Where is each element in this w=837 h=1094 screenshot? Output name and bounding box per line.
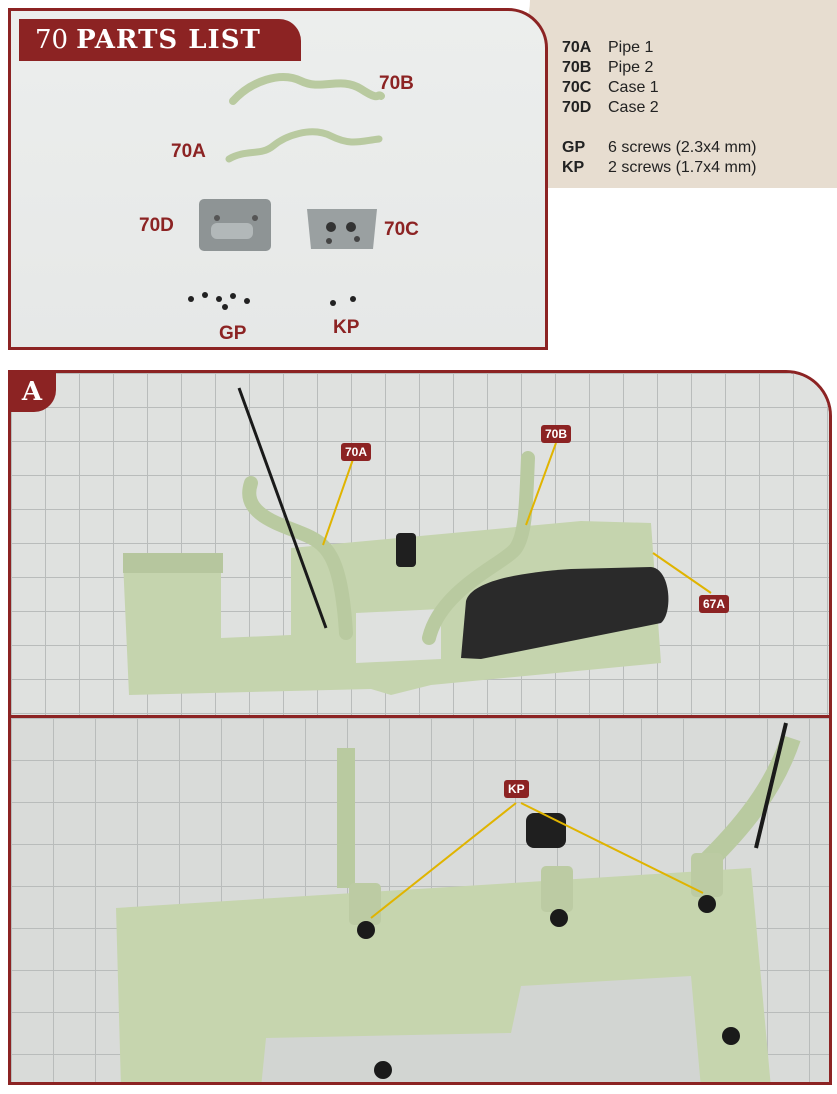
legend-code: 70C bbox=[562, 79, 592, 96]
legend-desc: Pipe 1 bbox=[608, 39, 654, 56]
callout-67a: 67A bbox=[699, 595, 730, 613]
label-70b: 70B bbox=[379, 73, 414, 94]
legend-code: 70D bbox=[562, 99, 592, 116]
kp-screws bbox=[330, 296, 356, 306]
step-photo-top: 70A 70B 67A bbox=[11, 373, 829, 715]
legend-desc: 6 screws (2.3x4 mm) bbox=[608, 139, 757, 156]
legend-row: GP 6 screws (2.3x4 mm) bbox=[562, 138, 756, 158]
legend-desc: 2 screws (1.7x4 mm) bbox=[608, 159, 757, 176]
legend-code: GP bbox=[562, 139, 586, 156]
legend-desc: Case 1 bbox=[608, 79, 659, 96]
case-2-part bbox=[199, 199, 271, 251]
parts-photo bbox=[188, 73, 385, 310]
legend-row: 70D Case 2 bbox=[562, 98, 756, 118]
step-letter: A bbox=[8, 370, 56, 412]
callout-70a: 70A bbox=[341, 443, 372, 461]
legend-desc: Pipe 2 bbox=[608, 59, 654, 76]
label-gp: GP bbox=[219, 323, 247, 344]
step-photo-bottom: KP bbox=[11, 718, 829, 1082]
label-70d: 70D bbox=[139, 215, 174, 236]
label-kp: KP bbox=[333, 317, 360, 338]
legend-code: 70B bbox=[562, 59, 592, 76]
gp-screws bbox=[188, 292, 250, 310]
step-a-panel: 70A 70B 67A bbox=[8, 370, 832, 1085]
label-70a: 70A bbox=[171, 141, 206, 162]
parts-list-heading: PARTS LIST bbox=[76, 25, 261, 55]
case-1-part bbox=[307, 209, 377, 249]
legend-desc: Case 2 bbox=[608, 99, 659, 116]
legend-row: 70C Case 1 bbox=[562, 78, 756, 98]
callout-70b: 70B bbox=[541, 425, 572, 443]
issue-number: 70 bbox=[35, 25, 69, 55]
legend-row: 70B Pipe 2 bbox=[562, 58, 756, 78]
legend-code: KP bbox=[562, 159, 585, 176]
legend-row: KP 2 screws (1.7x4 mm) bbox=[562, 158, 756, 178]
legend-row: 70A Pipe 1 bbox=[562, 38, 756, 58]
photo-divider bbox=[11, 715, 829, 718]
legend-code: 70A bbox=[562, 39, 592, 56]
callout-kp: KP bbox=[504, 780, 529, 798]
label-70c: 70C bbox=[384, 219, 419, 240]
